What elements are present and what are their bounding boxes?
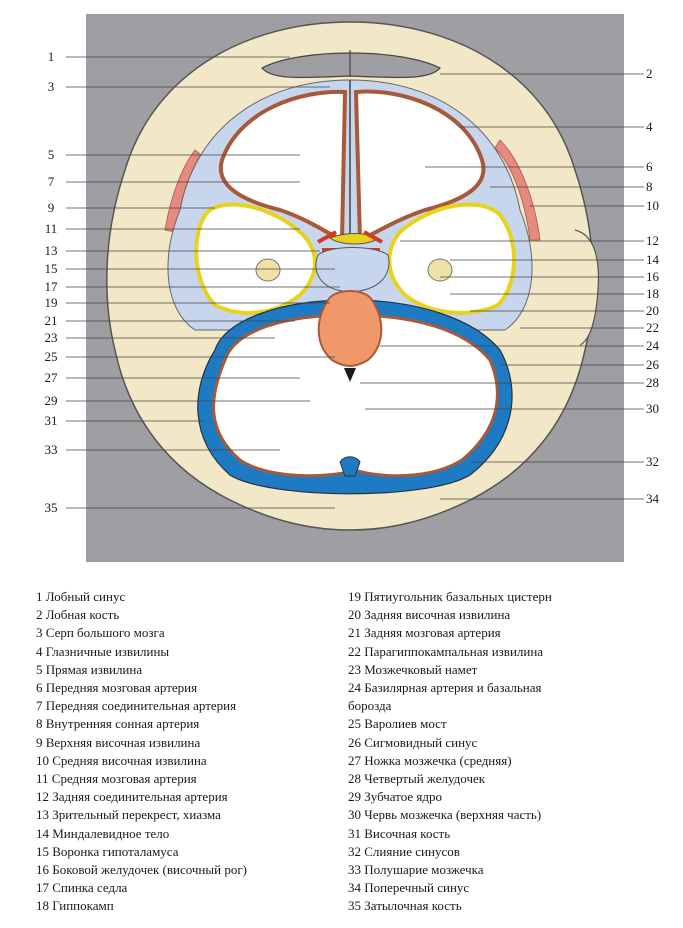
label-21: 21 bbox=[44, 313, 58, 328]
legend-item: 9 Верхняя височная извилина bbox=[36, 734, 201, 750]
legend-item: 18 Гиппокамп bbox=[36, 898, 114, 914]
legend-item: 8 Внутренняя сонная артерия bbox=[36, 716, 200, 732]
label-13: 13 bbox=[44, 243, 58, 258]
legend-item: 3 Серп большого мозга bbox=[36, 625, 165, 641]
label-14: 14 bbox=[646, 252, 659, 267]
label-35: 35 bbox=[44, 500, 58, 515]
frontal-sinus bbox=[261, 52, 441, 79]
label-9: 9 bbox=[47, 200, 55, 215]
anatomy-figure: 1 3 5 7 9 11 13 15 17 19 21 23 25 27 29 … bbox=[44, 14, 659, 562]
label-16: 16 bbox=[646, 269, 659, 284]
label-29: 29 bbox=[44, 393, 58, 408]
leader-lines-right bbox=[360, 73, 644, 500]
legend-item: 17 Спинка седла bbox=[36, 880, 128, 896]
label-24: 24 bbox=[646, 338, 659, 353]
legend-item: 6 Передняя мозговая артерия bbox=[36, 680, 198, 696]
legend-item: 13 Зрительный перекрест, хиазма bbox=[36, 807, 221, 823]
legend-item: 22 Парагиппокампальная извилина bbox=[348, 643, 544, 659]
label-18: 18 bbox=[646, 286, 659, 301]
basal-cistern bbox=[315, 247, 390, 293]
legend-item: 34 Поперечный синус bbox=[348, 880, 470, 896]
legend-item: 24 Базилярная артерия и базальная bbox=[348, 680, 542, 696]
legend-item: 25 Варолиев мост bbox=[348, 716, 447, 732]
legend-item: 15 Воронка гипоталамуса bbox=[36, 843, 179, 859]
legend-item: 30 Червь мозжечка (верхняя часть) bbox=[348, 807, 542, 823]
label-1: 1 bbox=[47, 49, 55, 64]
right-ear-outline bbox=[574, 229, 599, 346]
label-28: 28 bbox=[646, 375, 659, 390]
label-27: 27 bbox=[44, 370, 58, 385]
label-33: 33 bbox=[44, 442, 58, 457]
label-23: 23 bbox=[44, 330, 58, 345]
label-4: 4 bbox=[646, 119, 653, 134]
legend-item: 2 Лобная кость bbox=[36, 607, 120, 623]
label-10: 10 bbox=[646, 198, 659, 213]
legend-column-right: 19 Пятиугольник базальных цистерн 20 Зад… bbox=[348, 588, 676, 916]
label-5: 5 bbox=[47, 147, 55, 162]
legend-item: 12 Задняя соединительная артерия bbox=[36, 789, 228, 805]
label-2: 2 bbox=[646, 66, 653, 81]
legend-item: 28 Четвертый желудочек bbox=[348, 771, 486, 787]
legend-item: 16 Боковой желудочек (височный рог) bbox=[36, 862, 247, 878]
label-3: 3 bbox=[47, 79, 55, 94]
label-20: 20 bbox=[646, 303, 659, 318]
label-7: 7 bbox=[47, 174, 55, 189]
legend-item: 23 Мозжечковый намет bbox=[348, 661, 478, 677]
confluence-of-sinuses bbox=[339, 456, 361, 477]
legend-item: 4 Глазничные извилины bbox=[36, 643, 170, 659]
right-amygdala bbox=[427, 258, 453, 282]
label-15: 15 bbox=[44, 261, 58, 276]
left-amygdala bbox=[255, 258, 281, 282]
legend-item: 14 Миндалевидное тело bbox=[36, 825, 170, 841]
legend-item: 27 Ножка мозжечка (средняя) bbox=[348, 752, 512, 768]
legend-item: 26 Сигмовидный синус bbox=[348, 734, 478, 750]
legend-item: 7 Передняя соединительная артерия bbox=[36, 698, 237, 714]
legend-item: 32 Слияние синусов bbox=[348, 843, 460, 859]
label-30: 30 bbox=[646, 401, 659, 416]
label-34: 34 bbox=[646, 491, 659, 506]
legend-item: борозда bbox=[348, 698, 392, 714]
label-31: 31 bbox=[44, 413, 58, 428]
right-temporal-lobe bbox=[387, 202, 517, 315]
pons bbox=[317, 290, 383, 367]
axial-brain-section-illustration bbox=[66, 14, 644, 562]
legend-item: 5 Прямая извилина bbox=[36, 661, 143, 677]
fourth-ventricle bbox=[344, 368, 356, 382]
legend-item: 21 Задняя мозговая артерия bbox=[348, 625, 501, 641]
legend-item: 31 Височная кость bbox=[348, 825, 451, 841]
label-19: 19 bbox=[44, 295, 58, 310]
legend-item: 33 Полушарие мозжечка bbox=[348, 862, 484, 878]
right-frontal-lobe bbox=[353, 89, 486, 243]
right-temporal-muscle bbox=[494, 139, 541, 241]
label-32: 32 bbox=[646, 454, 659, 469]
legend-item: 35 Затылочная кость bbox=[348, 898, 462, 914]
legend-item: 29 Зубчатое ядро bbox=[348, 789, 442, 805]
label-17: 17 bbox=[44, 279, 58, 294]
label-26: 26 bbox=[646, 357, 659, 372]
legend-item: 11 Средняя мозговая артерия bbox=[36, 771, 197, 787]
legend-column-left: 1 Лобный синус 2 Лобная кость 3 Серп бол… bbox=[36, 588, 341, 916]
label-12: 12 bbox=[646, 233, 659, 248]
legend: 1 Лобный синус 2 Лобная кость 3 Серп бол… bbox=[36, 588, 676, 922]
legend-item: 19 Пятиугольник базальных цистерн bbox=[348, 589, 552, 604]
legend-item: 10 Средняя височная извилина bbox=[36, 752, 207, 768]
legend-item: 20 Задняя височная извилина bbox=[348, 607, 511, 623]
label-11: 11 bbox=[44, 221, 58, 236]
label-22: 22 bbox=[646, 320, 659, 335]
left-temporal-lobe bbox=[194, 202, 317, 315]
label-6: 6 bbox=[646, 159, 653, 174]
label-8: 8 bbox=[646, 179, 653, 194]
leader-lines-left bbox=[66, 56, 340, 509]
left-frontal-lobe bbox=[218, 89, 348, 243]
legend-item: 1 Лобный синус bbox=[36, 589, 126, 604]
label-25: 25 bbox=[44, 349, 58, 364]
